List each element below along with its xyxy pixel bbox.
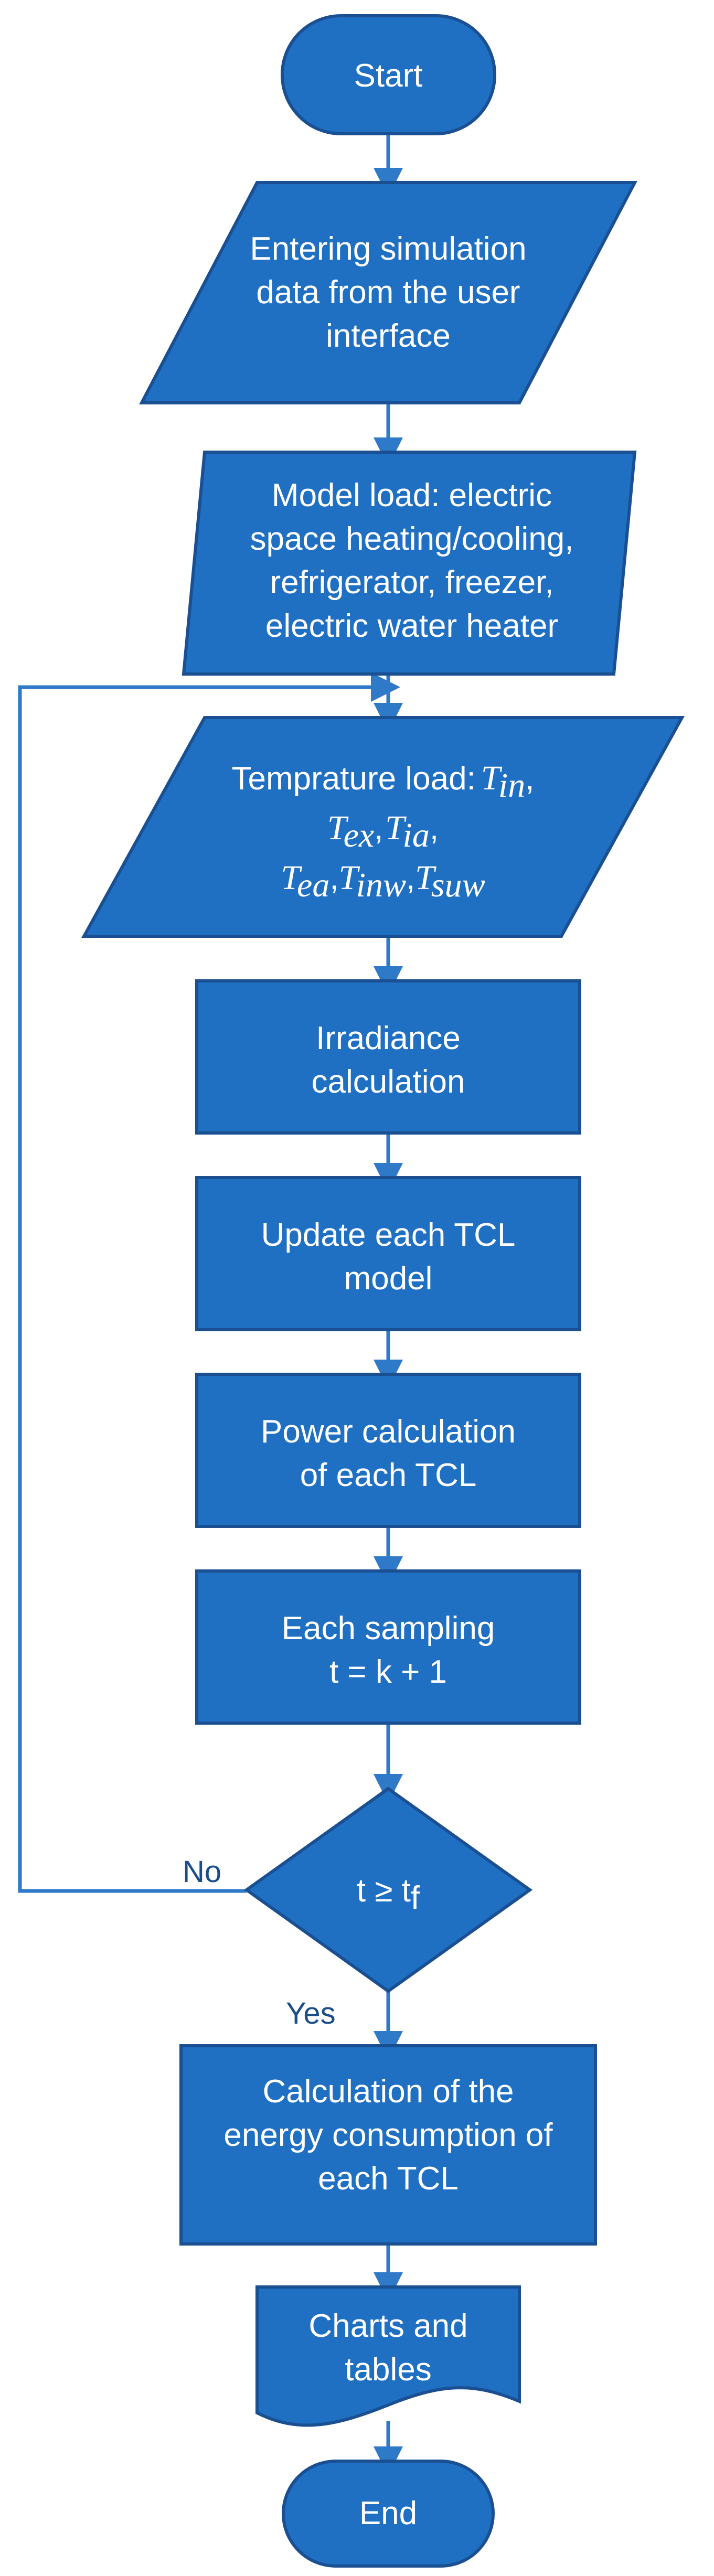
var-t-suw-sub: suw [431, 866, 485, 904]
energy-line-2: energy consumption of [223, 2117, 553, 2153]
var-t-in-sub: in [498, 766, 525, 805]
connectors [18, 134, 403, 2476]
temperature-load-parallelogram [81, 716, 685, 938]
entering-line-1: Entering simulation [250, 231, 526, 267]
irradiance-line-2: calculation [312, 1064, 465, 1100]
temp-line-3: Tea,Tinw,Tsuw [281, 859, 485, 904]
charts-document [255, 2285, 521, 2427]
start-label: Start [354, 58, 423, 94]
sampling-process [195, 1569, 581, 1725]
temp-line-2: Tex, Tia, [327, 809, 439, 854]
decision-label: t ≥ tf [357, 1873, 420, 1916]
end-label: End [359, 2495, 417, 2531]
var-t-ia-sub: ia [402, 816, 429, 854]
update-tcl-process [195, 1176, 581, 1331]
arrow-decision-no-loop [18, 672, 400, 1893]
model-line-4: electric water heater [265, 608, 558, 644]
entering-line-2: data from the user [256, 274, 520, 311]
temp-line-1: Temprature load: Tin, [232, 759, 535, 805]
var-t-ex-sub: ex [344, 816, 375, 854]
decision-text: t ≥ t [357, 1873, 411, 1909]
model-load-parallelogram [182, 451, 637, 676]
temp-label: Temprature load: [232, 761, 476, 797]
power-line-2: of each TCL [300, 1457, 477, 1493]
energy-calculation-process [179, 2044, 597, 2246]
decision-diamond [243, 1787, 533, 1993]
charts-line-2: tables [345, 2351, 431, 2388]
irradiance-line-1: Irradiance [316, 1020, 461, 1056]
decision-sub: f [411, 1880, 420, 1916]
sampling-line-2: t = k + 1 [329, 1654, 447, 1690]
power-line-1: Power calculation [261, 1414, 516, 1450]
model-line-1: Model load: electric [272, 477, 552, 514]
no-label: No [183, 1855, 221, 1889]
start-terminal [281, 14, 496, 135]
power-calculation-process [195, 1373, 581, 1528]
entering-data-parallelogram [139, 181, 637, 404]
charts-line-1: Charts and [308, 2308, 467, 2344]
irradiance-process [195, 979, 581, 1135]
entering-line-3: interface [326, 318, 451, 354]
var-t-inw-sub: inw [356, 866, 406, 904]
yes-label: Yes [286, 1996, 336, 2030]
model-line-2: space heating/cooling, [250, 521, 573, 557]
model-line-3: refrigerator, freezer, [270, 564, 553, 601]
var-t-ea-sub: ea [297, 866, 329, 904]
energy-line-3: each TCL [318, 2161, 459, 2197]
update-line-2: model [344, 1260, 433, 1297]
sampling-line-1: Each sampling [282, 1610, 495, 1647]
energy-line-1: Calculation of the [262, 2073, 514, 2110]
update-line-1: Update each TCL [261, 1217, 516, 1253]
end-terminal [282, 2460, 495, 2568]
